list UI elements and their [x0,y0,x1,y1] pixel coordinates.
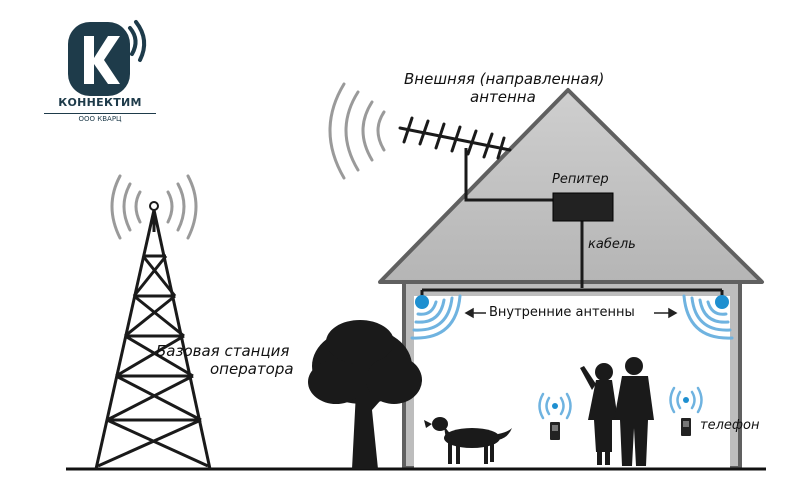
base-station-label-line2: оператора [210,360,294,378]
phone-left-wifi-waves-icon [538,392,572,420]
phone-right-wifi-waves-icon [669,386,703,414]
tower-icon [94,209,212,470]
dog-icon [424,417,512,464]
tree-icon [308,320,422,469]
internal-antennas-label: Внутренние антенны [489,305,635,320]
external-antenna-label-line2: антенна [470,88,536,106]
tower-wifi-waves-icon [110,174,198,240]
external-wifi-waves-icon [328,82,386,180]
cable-label: кабель [588,237,636,252]
right-wifi-waves-icon [682,294,734,340]
phone-left [538,392,572,440]
logo-icon [68,20,147,96]
brand-name: КОННЕКТИМ [58,96,142,109]
external-antenna [398,116,512,160]
repeater-label: Репитер [552,172,609,187]
phone-right [669,386,703,436]
cable-lines [420,148,724,298]
left-internal-antenna [415,295,429,309]
internal-antennas [410,294,734,340]
phone-label: телефон [700,418,760,433]
tower-top [149,201,159,211]
left-wifi-waves-icon [410,294,462,340]
company-name: ООО КВАРЦ [44,113,156,123]
internal-antennas-arrows [464,307,678,319]
base-station-label-line1: Базовая станция [156,342,290,360]
right-internal-antenna [715,295,729,309]
people-icon [580,357,654,466]
repeater-box [552,192,614,222]
external-antenna-label-line1: Внешняя (направленная) [404,70,605,88]
konnektim-logo [40,18,160,138]
external-antenna-mast [464,148,556,202]
